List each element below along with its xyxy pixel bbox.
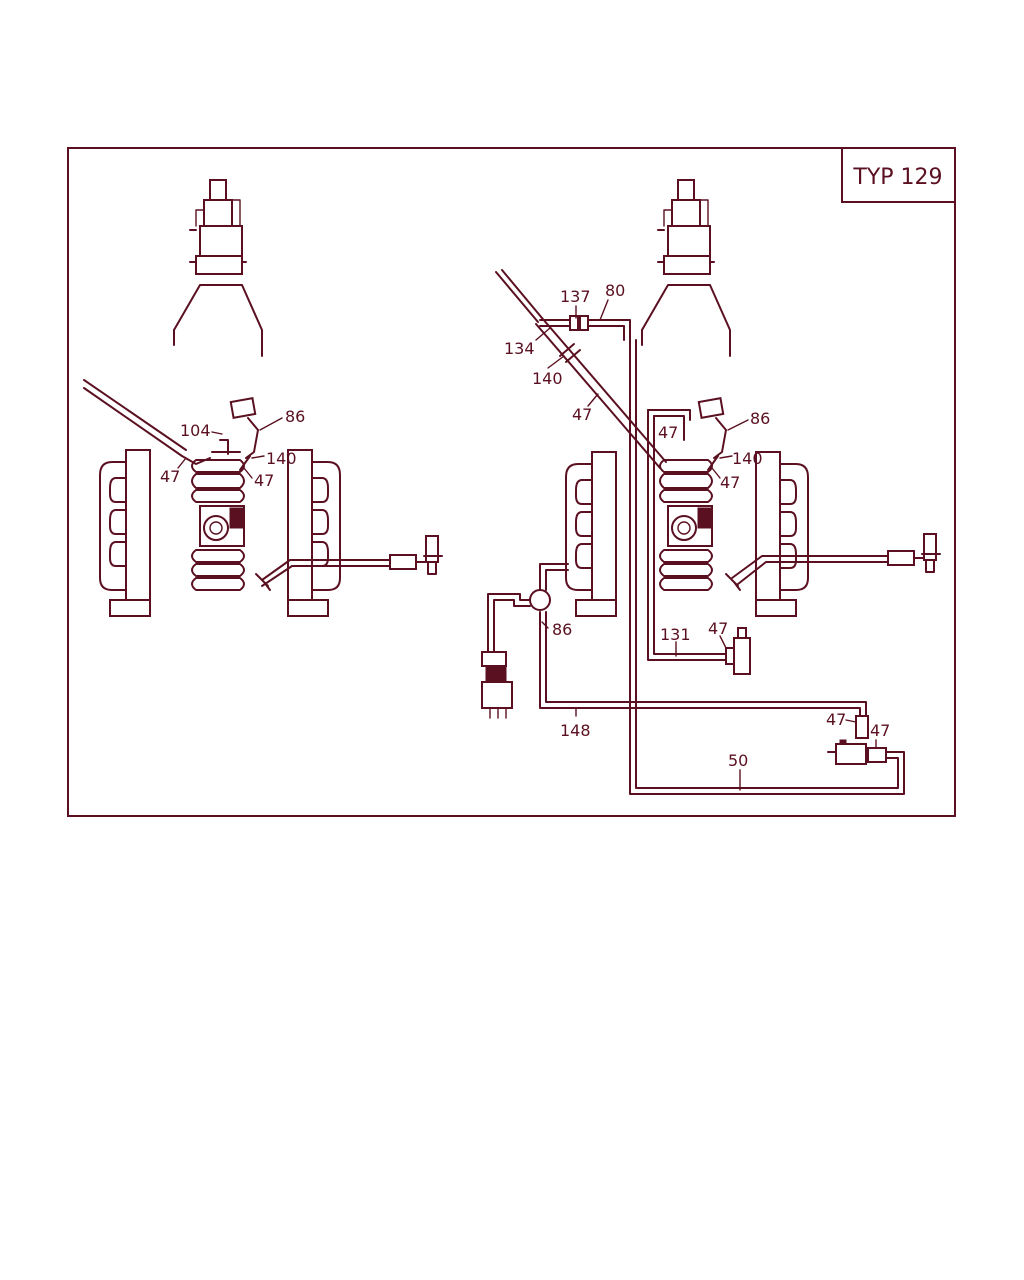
callout-right-47-e: 47 (870, 721, 890, 740)
callout-left-47b: 47 (254, 471, 274, 490)
right-callouts: 137 80 134 140 47 47 86 140 47 86 131 47… (504, 281, 890, 791)
left-brake-booster (173, 179, 263, 357)
left-vacuum-lines (83, 379, 443, 591)
left-engine-block (99, 449, 341, 617)
callout-right-134: 134 (504, 339, 535, 358)
callout-left-140: 140 (266, 449, 297, 468)
callout-right-47-a: 47 (658, 423, 678, 442)
callout-left-47a: 47 (160, 467, 180, 486)
callout-right-131: 131 (660, 625, 691, 644)
callout-left-104: 104 (180, 421, 211, 440)
callout-right-137: 137 (560, 287, 591, 306)
callout-right-140: 140 (732, 449, 763, 468)
title-label: TYP 129 (852, 165, 942, 190)
callout-right-47-pipe: 47 (572, 405, 592, 424)
callout-right-86-top: 86 (750, 409, 770, 428)
right-brake-booster (641, 179, 731, 357)
callout-right-80: 80 (605, 281, 625, 300)
right-engine-block (565, 451, 809, 617)
callout-right-47-b: 47 (720, 473, 740, 492)
callout-right-50: 50 (728, 751, 748, 770)
callout-right-47-c: 47 (708, 619, 728, 638)
callout-right-86-low: 86 (552, 620, 572, 639)
right-vacuum-lines (481, 269, 941, 795)
callout-right-148: 148 (560, 721, 591, 740)
left-callouts: 104 86 47 140 47 (160, 407, 305, 490)
callout-right-140-top: 140 (532, 369, 563, 388)
callout-right-47-d: 47 (826, 710, 846, 729)
callout-left-86: 86 (285, 407, 305, 426)
diagram-frame (67, 147, 956, 817)
title-box: TYP 129 (841, 147, 956, 203)
